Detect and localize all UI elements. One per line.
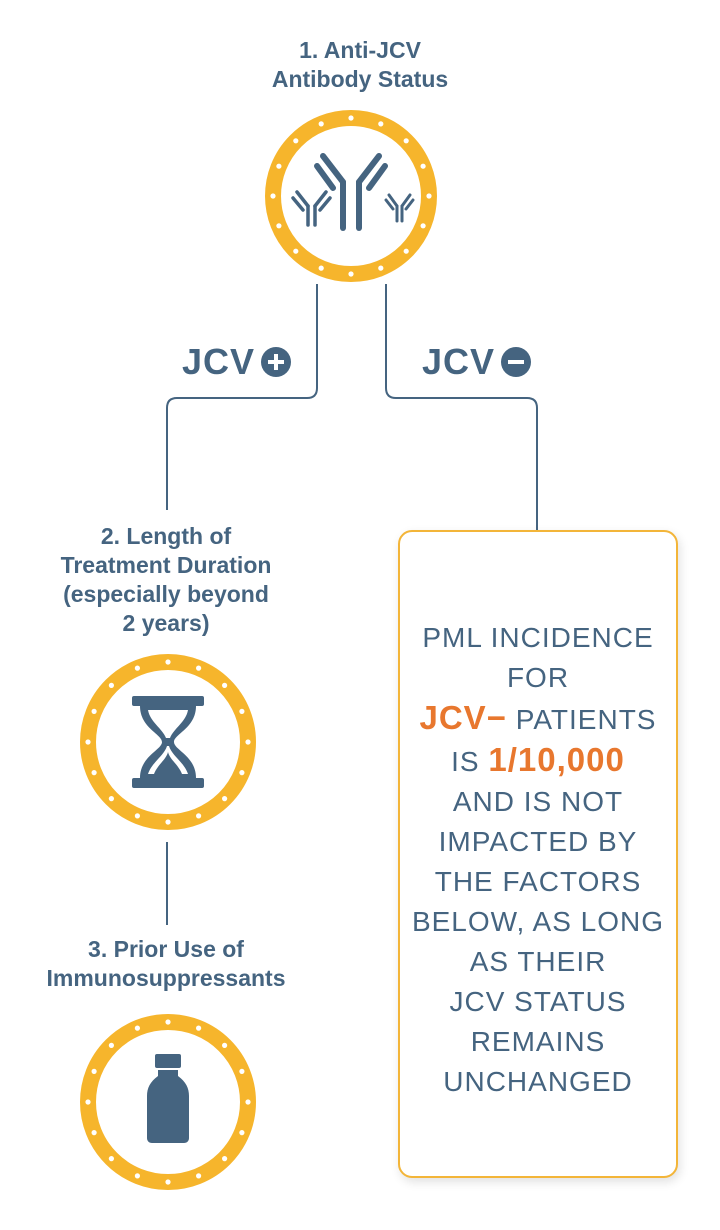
- hourglass-icon: [132, 696, 204, 788]
- ring-dot: [426, 193, 432, 199]
- ring-dot: [134, 813, 140, 819]
- ring-dot: [378, 265, 384, 271]
- ring-dot: [222, 1042, 228, 1048]
- info-line: AS THEIR: [469, 946, 607, 977]
- ring-dot: [239, 1068, 245, 1074]
- ring-dot: [276, 163, 282, 169]
- connector-negative-branch: [385, 284, 538, 530]
- ring-dot: [245, 1099, 251, 1105]
- info-line: IMPACTED BY: [438, 826, 638, 857]
- ring-dot: [108, 682, 114, 688]
- ring-dot: [348, 271, 354, 277]
- ring-dot: [293, 138, 299, 144]
- info-line: REMAINS: [470, 1026, 606, 1057]
- info-line: THE FACTORS: [434, 866, 642, 897]
- info-line: JCV STATUS: [449, 986, 627, 1017]
- ring-dot: [91, 770, 97, 776]
- ring-dot: [108, 1042, 114, 1048]
- ring-dot: [91, 1068, 97, 1074]
- ring-dot: [378, 121, 384, 127]
- jcv-negative-text: JCV: [422, 341, 496, 382]
- ring-dot: [85, 739, 91, 745]
- jcv-negative-label: JCV: [422, 341, 532, 382]
- ring-dot: [318, 121, 324, 127]
- info-line: BELOW, AS LONG: [411, 906, 665, 937]
- step1-title-line1: 1. Anti-JCV: [299, 37, 421, 63]
- jcv-positive-label: JCV: [182, 341, 292, 382]
- ring-dot: [108, 796, 114, 802]
- ring-dot: [293, 248, 299, 254]
- step2-title-line1: 2. Length of: [100, 523, 232, 549]
- ring-dot: [165, 659, 171, 665]
- ring-dot: [420, 163, 426, 169]
- ring-dot: [108, 1156, 114, 1162]
- step1-title: 1. Anti-JCV Antibody Status: [210, 36, 510, 94]
- step2-title-line4: 2 years): [122, 610, 210, 636]
- ring-dot: [318, 265, 324, 271]
- step3-title: 3. Prior Use of Immunosuppressants: [16, 935, 316, 993]
- ring-dot: [91, 1130, 97, 1136]
- medicine-bottle-icon: [147, 1054, 189, 1143]
- info-text: PML INCIDENCE FOR JCV− PATIENTS IS 1/10,…: [400, 618, 676, 1102]
- info-line-is: IS: [451, 746, 489, 777]
- ring-dot: [165, 1179, 171, 1185]
- jcv-negative-info-box: PML INCIDENCE FOR JCV− PATIENTS IS 1/10,…: [398, 530, 678, 1178]
- jcv-negative-highlight: JCV−: [419, 699, 507, 736]
- info-line: UNCHANGED: [443, 1066, 633, 1097]
- step1-title-line2: Antibody Status: [271, 66, 449, 92]
- minus-circle-icon: [501, 347, 532, 377]
- info-line-patients: JCV− PATIENTS: [400, 698, 676, 740]
- ring-dot: [276, 223, 282, 229]
- jcv-positive-text: JCV: [182, 341, 256, 382]
- ring-dot: [165, 1019, 171, 1025]
- ring-dot: [403, 248, 409, 254]
- step2-title-line3: (especially beyond: [63, 581, 269, 607]
- ring-dot: [134, 1025, 140, 1031]
- ring-dot: [196, 1025, 202, 1031]
- ring-dot: [348, 115, 354, 121]
- ring-dot: [222, 1156, 228, 1162]
- step2-title-line2: Treatment Duration: [60, 552, 272, 578]
- antibody-icon: [291, 153, 415, 231]
- ring-dot: [91, 708, 97, 714]
- incidence-value: 1/10,000: [488, 741, 625, 778]
- step3-title-line2: Immunosuppressants: [46, 965, 286, 991]
- ring-dot: [134, 1173, 140, 1179]
- ring-dot: [239, 1130, 245, 1136]
- ring-frame: [80, 654, 256, 830]
- step3-title-line1: 3. Prior Use of: [88, 936, 244, 962]
- ring-dot: [239, 770, 245, 776]
- step2-title: 2. Length of Treatment Duration (especia…: [16, 522, 316, 638]
- immunosuppressants-badge: [78, 1012, 258, 1192]
- ring-dot: [245, 739, 251, 745]
- info-line: PML INCIDENCE: [422, 622, 654, 653]
- ring-dot: [196, 813, 202, 819]
- ring-dot: [239, 708, 245, 714]
- ring-frame: [265, 110, 437, 282]
- ring-dot: [134, 665, 140, 671]
- treatment-duration-badge: [78, 652, 258, 832]
- info-line-patients-text: PATIENTS: [506, 704, 657, 735]
- ring-dot: [222, 682, 228, 688]
- ring-dot: [85, 1099, 91, 1105]
- ring-dot: [165, 819, 171, 825]
- ring-dot: [196, 665, 202, 671]
- antibody-status-badge: [263, 108, 439, 284]
- info-line: AND IS NOT: [452, 786, 624, 817]
- ring-frame: [80, 1014, 256, 1190]
- ring-dot: [196, 1173, 202, 1179]
- info-line: FOR: [506, 662, 570, 693]
- plus-circle-icon: [261, 347, 292, 377]
- ring-dot: [403, 138, 409, 144]
- ring-dot: [222, 796, 228, 802]
- info-line-incidence: IS 1/10,000: [400, 740, 676, 782]
- ring-dot: [420, 223, 426, 229]
- connector-positive-branch: [166, 284, 318, 510]
- ring-dot: [270, 193, 276, 199]
